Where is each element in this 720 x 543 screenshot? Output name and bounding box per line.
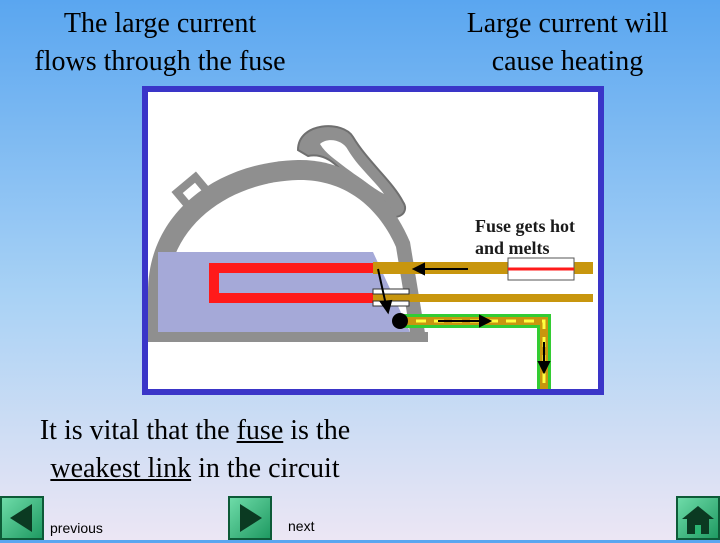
current-arrow-earth-down xyxy=(537,342,551,375)
heading-current-flow-line2: flows through the fuse xyxy=(34,46,286,77)
earth-connection xyxy=(392,313,408,329)
next-button[interactable] xyxy=(228,496,272,540)
heading-current-flow-line1: The large current xyxy=(63,8,257,39)
heating-element xyxy=(209,263,373,303)
fuse-label-line1: Fuse gets hot xyxy=(475,216,575,236)
caption-weakest-link: weakest link xyxy=(50,453,192,484)
home-button[interactable] xyxy=(676,496,720,540)
iron-circuit-diagram: Fuse gets hot and melts xyxy=(142,86,604,395)
caption-line2: weakest link in the circuit xyxy=(0,450,390,488)
current-arrow-down xyxy=(377,268,393,315)
iron-handle-hole xyxy=(320,140,384,194)
iron-diagram-svg: Fuse gets hot and melts xyxy=(148,125,593,389)
heading-heating-line2: cause heating xyxy=(491,46,644,77)
heading-heating-line1: Large current will xyxy=(466,8,669,39)
home-icon xyxy=(682,506,714,534)
play-right-icon xyxy=(240,504,262,532)
caption-text-2: is the xyxy=(283,415,351,446)
caption-fuse-word: fuse xyxy=(236,415,284,446)
next-label[interactable]: next xyxy=(288,518,315,534)
previous-button[interactable] xyxy=(0,496,44,540)
caption-line1: It is vital that the fuse is the xyxy=(0,412,390,450)
heading-heating: Large current will cause heating xyxy=(430,5,705,81)
fuse-label-line2: and melts xyxy=(475,238,550,258)
caption: It is vital that the fuse is the weakest… xyxy=(0,412,390,488)
caption-text-1: It is vital that the xyxy=(39,415,237,446)
heading-current-flow: The large current flows through the fuse xyxy=(0,5,320,81)
current-arrow-live xyxy=(411,262,468,276)
earth-wire-stripe xyxy=(398,319,546,389)
caption-text-3: in the circuit xyxy=(191,453,340,484)
iron-base xyxy=(148,332,428,342)
play-left-icon xyxy=(10,504,32,532)
current-arrow-earth xyxy=(438,314,493,328)
switch-contact xyxy=(372,288,410,295)
previous-label[interactable]: previous xyxy=(50,520,103,536)
